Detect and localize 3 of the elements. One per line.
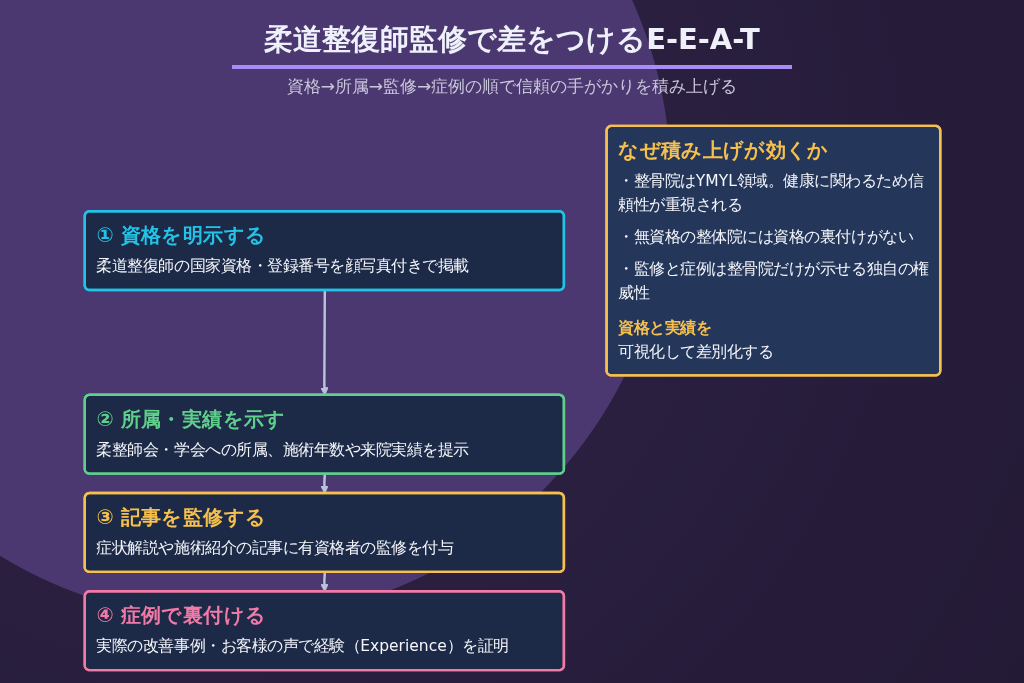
arrow [319,474,329,494]
subtitle: 資格→所属→監修→症例の順で信頼の手がかりを積み上げる [286,74,738,98]
title: 柔道整復師監修で差をつけるE-E-A-T [264,22,760,57]
